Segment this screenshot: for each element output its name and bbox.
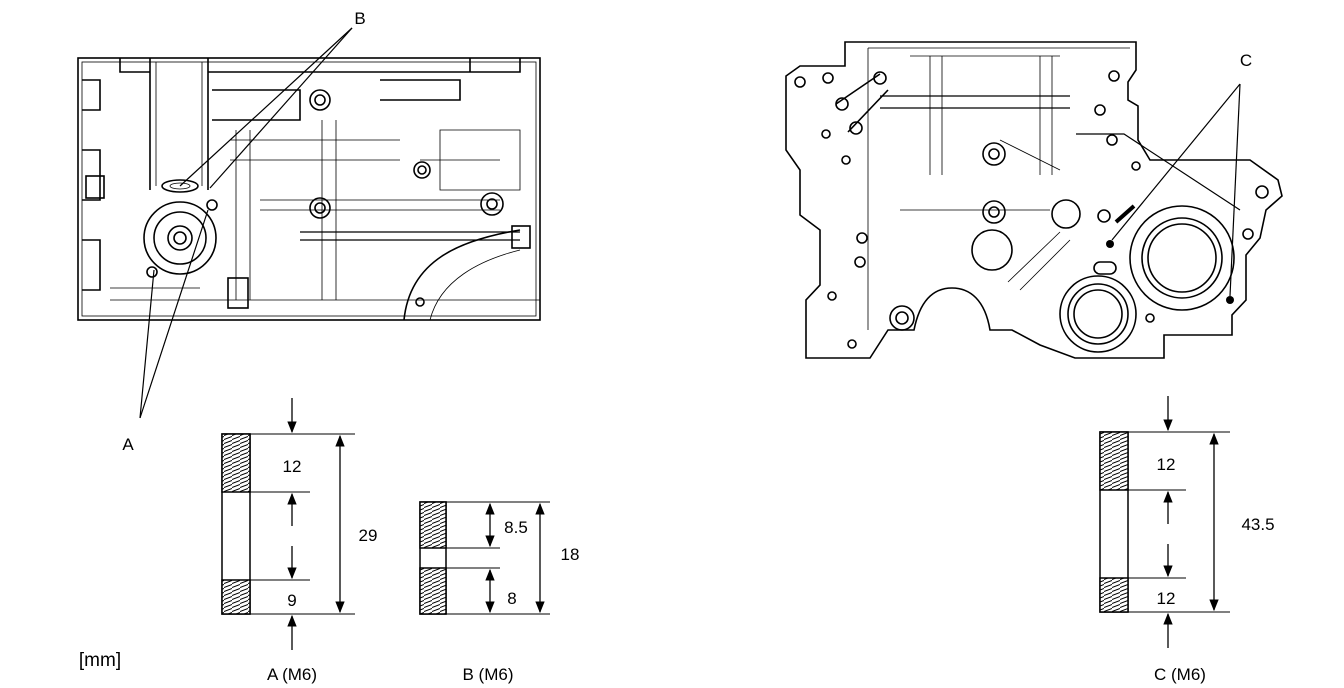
callout-c-point (1106, 240, 1114, 248)
units-label: [mm] (79, 650, 121, 671)
stud-c-overall-length: 43.5 (1241, 515, 1274, 534)
stud-c-caption: C (M6) (1154, 665, 1206, 684)
stud-c-top-thread-length: 12 (1157, 455, 1176, 474)
stud-b-top-thread-length: 8.5 (504, 518, 528, 537)
stud-a-caption: A (M6) (267, 665, 317, 684)
callout-c-label: C (1240, 51, 1252, 70)
stud-a-top-thread-length: 12 (283, 457, 302, 476)
stud-b-bottom-thread-length: 8 (507, 589, 516, 608)
callout-a-label: A (122, 435, 134, 454)
cylinder-block-front-view (785, 41, 1283, 359)
stud-a-bottom-thread-length: 9 (287, 591, 296, 610)
stud-a-overall-length: 29 (359, 526, 378, 545)
callout-leaders-left (139, 27, 353, 419)
callout-leaders-right (1111, 83, 1241, 297)
stud-b-caption: B (M6) (463, 665, 514, 684)
stud-b-overall-length: 18 (561, 545, 580, 564)
stud-c-bottom-thread-length: 12 (1157, 589, 1176, 608)
callout-b-label: B (354, 9, 365, 28)
stud-c-drawing (1099, 396, 1230, 648)
callout-c-point (1226, 296, 1234, 304)
stud-a-drawing (221, 398, 355, 650)
stud-b-drawing (419, 501, 550, 615)
cylinder-block-side-view (77, 57, 541, 321)
